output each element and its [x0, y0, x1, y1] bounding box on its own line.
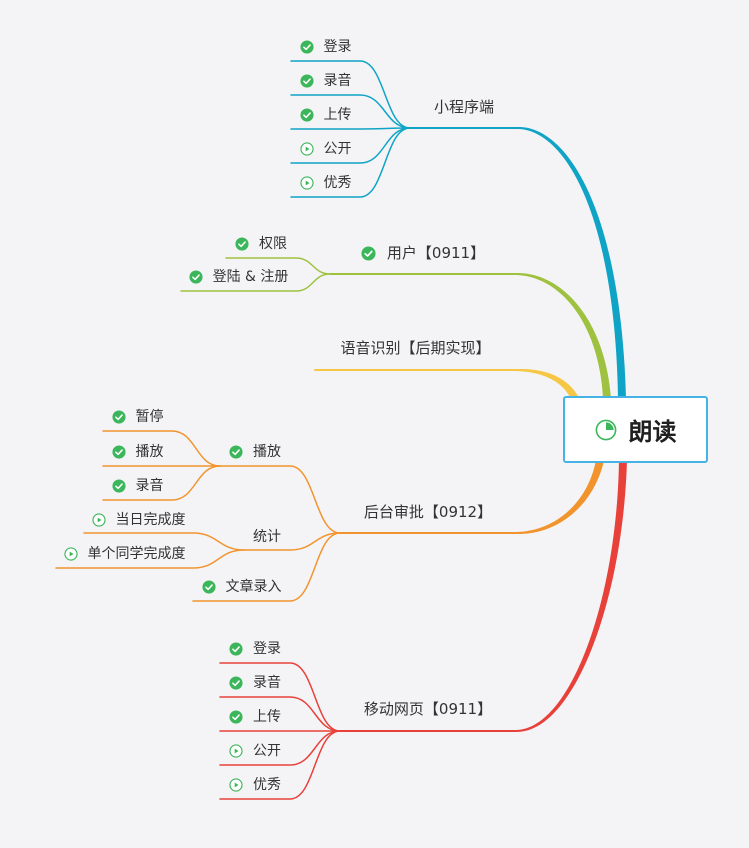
check-circle-icon[interactable] — [229, 445, 243, 459]
topic-label: 权限 — [259, 236, 287, 252]
check-circle-icon[interactable] — [229, 642, 243, 656]
topic-label: 登录 — [323, 39, 352, 55]
check-circle-icon[interactable] — [111, 445, 126, 459]
branch-connector — [516, 273, 611, 400]
subtopic-recording[interactable]: 录音 — [291, 70, 360, 92]
play-circle-icon[interactable] — [63, 547, 78, 561]
topic-label: 统计 — [253, 529, 281, 545]
check-circle-icon[interactable] — [299, 74, 314, 88]
subtopic-connector — [290, 127, 411, 130]
subtopic-login[interactable]: 登录 — [291, 36, 360, 58]
subtopic-connector — [225, 257, 331, 275]
topic-label: 播放 — [253, 444, 281, 460]
subtopic-connector — [83, 532, 245, 551]
topic-label: 公开 — [253, 743, 281, 759]
subtopic-connector — [55, 549, 245, 569]
branch-topic-speech-recognition[interactable]: 语音识别【后期实现】 — [315, 337, 516, 359]
subtopic-connector — [219, 696, 341, 732]
branch-connector — [516, 459, 627, 732]
check-circle-icon[interactable] — [111, 410, 126, 424]
topic-label: 录音 — [323, 73, 352, 89]
topic-label: 录音 — [135, 478, 164, 494]
subtopic-statistics[interactable]: 统计 — [244, 526, 290, 548]
branch-connector — [518, 127, 626, 400]
subtopic-article-entry[interactable]: 文章录入 — [193, 576, 290, 598]
check-circle-icon[interactable] — [235, 237, 249, 251]
check-circle-icon[interactable] — [111, 479, 126, 493]
subtopic-playback[interactable]: 播放 — [220, 441, 290, 463]
topic-label: 录音 — [253, 675, 281, 691]
subtopic-connector — [219, 730, 341, 800]
subtopic-connector — [243, 532, 341, 551]
branch-topic-users[interactable]: 用户【0911】 — [330, 242, 516, 264]
topic-label: 后台审批【0912】 — [363, 503, 493, 521]
topic-label: 移动网页【0911】 — [363, 700, 493, 718]
subtopic-public[interactable]: 公开 — [291, 138, 360, 160]
topic-label: 当日完成度 — [115, 512, 186, 528]
play-circle-icon[interactable] — [229, 744, 243, 758]
play-circle-icon[interactable] — [229, 778, 243, 792]
check-circle-icon[interactable] — [229, 710, 243, 724]
topic-label: 登录 — [253, 641, 281, 657]
topic-label: 语音识别【后期实现】 — [340, 339, 491, 357]
topic-label: 播放 — [135, 444, 164, 460]
branch-topic-mini-program[interactable]: 小程序端 — [410, 96, 518, 118]
subtopic-connector — [290, 127, 411, 164]
check-circle-icon[interactable] — [361, 245, 376, 261]
subtopic-connector — [180, 273, 331, 292]
branch-topic-backend-approval[interactable]: 后台审批【0912】 — [340, 501, 516, 523]
subtopic-excellent[interactable]: 优秀 — [220, 774, 290, 796]
central-topic[interactable]: 朗读 — [563, 396, 708, 463]
subtopic-recording[interactable]: 录音 — [103, 475, 172, 497]
subtopic-connector — [192, 532, 341, 602]
play-circle-icon[interactable] — [299, 176, 314, 190]
branch-connector — [516, 459, 604, 535]
topic-label: 小程序端 — [433, 98, 494, 116]
subtopic-connector — [219, 730, 341, 766]
topic-label: 文章录入 — [225, 579, 282, 595]
check-circle-icon[interactable] — [229, 676, 243, 690]
subtopic-connector — [102, 430, 221, 467]
topic-label: 上传 — [323, 107, 352, 123]
subtopic-upload[interactable]: 上传 — [291, 104, 360, 126]
topic-label: 优秀 — [253, 777, 281, 793]
subtopic-upload[interactable]: 上传 — [220, 706, 290, 728]
play-circle-icon[interactable] — [299, 142, 314, 156]
central-topic-label: 朗读 — [628, 418, 677, 446]
play-circle-icon[interactable] — [91, 513, 106, 527]
topic-label: 上传 — [253, 709, 281, 725]
check-circle-icon[interactable] — [189, 270, 203, 284]
subtopic-student-completion[interactable]: 单个同学完成度 — [56, 543, 193, 565]
subtopic-login[interactable]: 登录 — [220, 638, 290, 660]
subtopic-connector — [290, 94, 411, 129]
subtopic-pause[interactable]: 暂停 — [103, 406, 172, 428]
subtopic-connector — [290, 60, 411, 129]
topic-label: 优秀 — [323, 175, 352, 191]
subtopic-connector — [219, 465, 341, 534]
subtopic-login-register[interactable]: 登陆 & 注册 — [181, 266, 296, 288]
subtopic-daily-completion[interactable]: 当日完成度 — [84, 509, 193, 531]
subtopic-public[interactable]: 公开 — [220, 740, 290, 762]
branch-topic-mobile-web[interactable]: 移动网页【0911】 — [340, 698, 516, 720]
topic-label: 公开 — [323, 141, 352, 157]
subtopic-play[interactable]: 播放 — [103, 441, 172, 463]
subtopic-connector — [290, 127, 411, 198]
subtopic-connector — [219, 662, 341, 732]
topic-label: 暂停 — [135, 409, 164, 425]
pie-progress-icon[interactable] — [595, 419, 617, 441]
topic-label: 用户【0911】 — [386, 244, 486, 262]
subtopic-recording[interactable]: 录音 — [220, 672, 290, 694]
check-circle-icon[interactable] — [299, 108, 314, 122]
topic-label: 登陆 & 注册 — [212, 269, 289, 285]
check-circle-icon[interactable] — [299, 40, 314, 54]
subtopic-excellent[interactable]: 优秀 — [291, 172, 360, 194]
subtopic-connector — [102, 465, 221, 501]
topic-label: 单个同学完成度 — [87, 546, 186, 562]
check-circle-icon[interactable] — [201, 580, 216, 594]
subtopic-permissions[interactable]: 权限 — [226, 233, 296, 255]
